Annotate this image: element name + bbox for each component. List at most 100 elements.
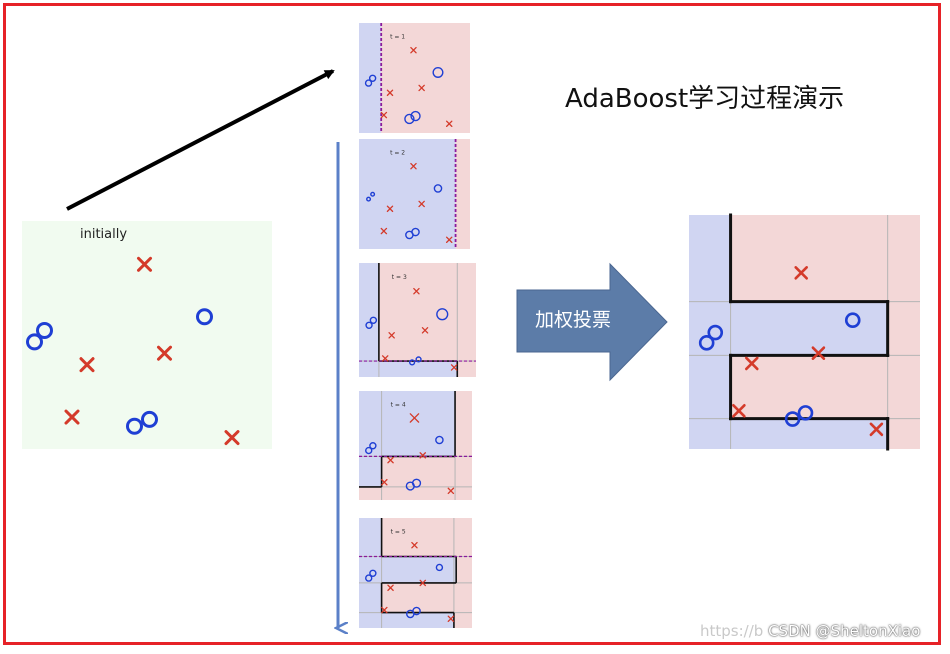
o-marker xyxy=(365,321,373,329)
o-marker xyxy=(409,359,416,366)
x-marker xyxy=(381,355,389,362)
o-marker xyxy=(433,184,443,193)
x-marker xyxy=(380,111,388,119)
x-stroke xyxy=(410,46,417,54)
o-marker xyxy=(368,74,377,82)
x-stroke xyxy=(869,422,884,437)
o-marker xyxy=(435,563,444,572)
initial-panel-bg xyxy=(22,221,272,449)
x-stroke xyxy=(419,579,427,587)
x-marker xyxy=(410,162,417,170)
x-stroke xyxy=(421,327,429,334)
x-marker xyxy=(380,227,388,235)
x-marker xyxy=(386,205,394,213)
x-stroke xyxy=(409,413,420,423)
o-marker xyxy=(370,191,376,197)
positive-region xyxy=(381,612,454,628)
x-stroke xyxy=(445,236,453,244)
x-stroke xyxy=(381,478,388,486)
o-marker xyxy=(412,606,421,616)
x-stroke xyxy=(419,452,427,459)
x-marker xyxy=(445,236,453,244)
round-label: t = 1 xyxy=(390,33,405,40)
x-stroke xyxy=(381,355,389,362)
o-marker xyxy=(435,435,444,445)
initial-panel-label: initially xyxy=(80,227,127,242)
round-panel: t = 5 xyxy=(359,518,472,628)
positive-region xyxy=(378,361,458,377)
x-marker xyxy=(744,356,759,371)
x-marker xyxy=(418,84,425,92)
o-marker xyxy=(365,446,373,455)
x-stroke xyxy=(137,256,152,272)
x-stroke xyxy=(386,205,394,213)
x-marker xyxy=(387,584,394,592)
o-marker xyxy=(411,478,422,488)
o-marker xyxy=(366,196,372,202)
o-marker xyxy=(410,110,421,122)
x-marker xyxy=(794,266,808,280)
x-stroke xyxy=(380,227,388,235)
x-marker xyxy=(447,487,455,495)
o-marker xyxy=(797,405,814,421)
x-stroke xyxy=(79,357,95,373)
x-stroke xyxy=(413,287,420,295)
o-marker xyxy=(196,308,213,326)
final-panel xyxy=(689,213,920,451)
o-marker xyxy=(369,316,378,324)
positive-region xyxy=(730,418,888,449)
positive-region xyxy=(730,301,888,356)
positive-region xyxy=(381,556,457,583)
o-marker xyxy=(707,324,724,341)
x-marker xyxy=(157,345,172,361)
round-panel: t = 4 xyxy=(359,391,472,500)
round-label: t = 2 xyxy=(390,149,405,156)
o-marker xyxy=(126,417,143,435)
x-stroke xyxy=(388,332,395,339)
x-marker xyxy=(410,46,417,54)
x-stroke xyxy=(450,364,458,371)
x-marker xyxy=(418,200,425,208)
watermark: https://b CSDN @SheltonXiao xyxy=(700,622,920,640)
outer-frame xyxy=(3,3,941,645)
o-marker xyxy=(432,66,444,78)
x-marker xyxy=(869,422,884,437)
x-stroke xyxy=(411,541,418,549)
o-marker xyxy=(369,569,377,577)
x-stroke xyxy=(380,111,388,119)
x-marker xyxy=(413,287,420,295)
x-stroke xyxy=(381,606,388,614)
o-marker xyxy=(415,356,422,363)
x-stroke xyxy=(224,430,240,446)
x-marker xyxy=(732,404,746,418)
initial-panel: initially xyxy=(22,221,272,449)
x-stroke xyxy=(418,84,425,92)
o-marker xyxy=(364,79,373,87)
x-marker xyxy=(409,413,420,423)
x-stroke xyxy=(447,615,455,623)
o-marker xyxy=(26,333,43,351)
x-marker xyxy=(388,332,395,339)
o-marker xyxy=(784,411,801,427)
x-marker xyxy=(386,89,394,97)
x-stroke xyxy=(157,345,172,361)
o-marker xyxy=(369,442,377,450)
x-stroke xyxy=(387,456,394,464)
x-stroke xyxy=(794,266,808,280)
weighted-vote-arrow xyxy=(516,262,668,382)
page-title: AdaBoost学习过程演示 xyxy=(565,84,845,114)
x-marker xyxy=(450,364,458,371)
x-stroke xyxy=(418,200,425,208)
progress-arrow xyxy=(66,69,335,211)
x-marker xyxy=(137,256,152,272)
o-marker xyxy=(36,321,53,339)
x-stroke xyxy=(386,89,394,97)
x-marker xyxy=(811,346,826,360)
x-marker xyxy=(224,430,240,446)
x-marker xyxy=(381,606,388,614)
x-stroke xyxy=(387,584,394,592)
x-marker xyxy=(79,357,95,373)
o-marker xyxy=(411,227,420,237)
weighted-vote-label: 加权投票 xyxy=(534,309,611,331)
